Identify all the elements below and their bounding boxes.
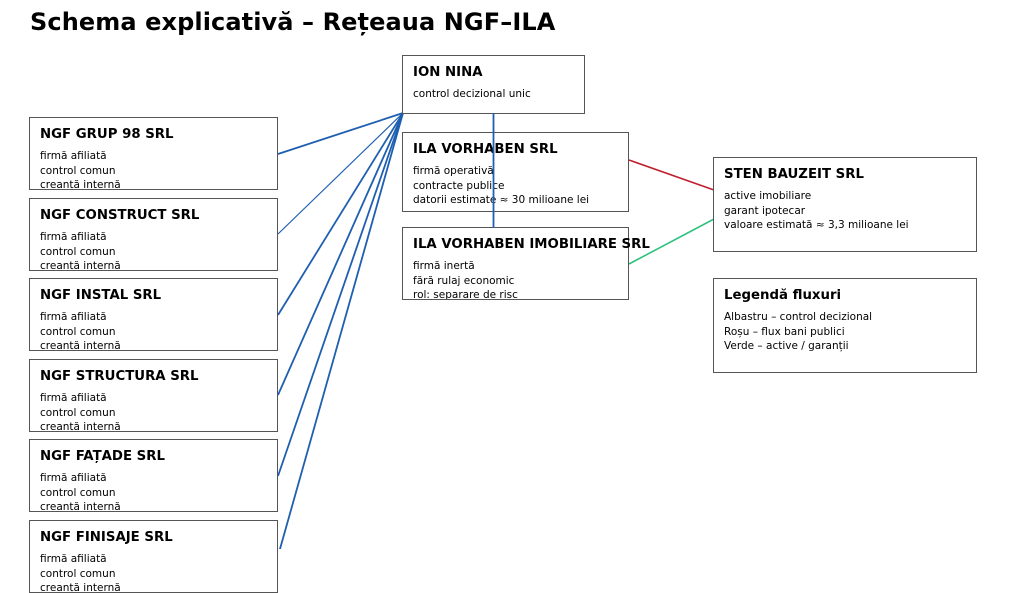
node-ila-imobiliare[interactable]: ILA VORHABEN IMOBILIARE SRL firmă inertă… <box>402 227 650 300</box>
node-ion-nina[interactable]: ION NINA control decizional unic <box>402 55 585 114</box>
node-details: firmă afiliată control comun creanță int… <box>40 230 121 270</box>
node-detail-line: firmă afiliată <box>40 311 107 323</box>
node-affiliate-ngf-instal[interactable]: NGF INSTAL SRL firmă afiliată control co… <box>29 278 278 351</box>
node-detail-line: control comun <box>40 164 116 177</box>
node-name: NGF FAȚADE SRL <box>40 449 165 464</box>
node-name: NGF GRUP 98 SRL <box>40 127 174 142</box>
node-detail-line: control comun <box>40 325 116 338</box>
node-detail-line: firmă afiliată <box>40 392 107 404</box>
node-detail-line: firmă afiliată <box>40 472 107 484</box>
node-name: ILA VORHABEN IMOBILIARE SRL <box>413 237 650 252</box>
legend-item-control: Albastru – control decizional <box>724 311 873 323</box>
node-details: active imobiliare garant ipotecar valoar… <box>724 189 909 233</box>
node-affiliate-ngf-finisaje[interactable]: NGF FINISAJE SRL firmă afiliată control … <box>29 520 278 593</box>
node-detail-line: control comun <box>40 567 116 580</box>
node-detail-line: control comun <box>40 245 116 258</box>
diagram-title: Schema explicativă – Rețeaua NGF–ILA <box>30 8 556 36</box>
node-ila-vorhaben[interactable]: ILA VORHABEN SRL firmă operativă contrac… <box>402 132 629 212</box>
node-detail-line: creanță internă <box>40 260 121 271</box>
node-name: NGF INSTAL SRL <box>40 288 162 303</box>
node-affiliate-ngf-construct[interactable]: NGF CONSTRUCT SRL firmă afiliată control… <box>29 198 278 271</box>
legend-items: Albastru – control decizional Roșu – flu… <box>724 310 872 354</box>
legend-item-public-money: Roșu – flux bani publici <box>724 325 845 338</box>
legend-title: Legendă fluxuri <box>724 288 842 303</box>
node-name: NGF FINISAJE SRL <box>40 530 173 545</box>
node-affiliate-ngf-grup-98[interactable]: NGF GRUP 98 SRL firmă afiliată control c… <box>29 117 278 190</box>
node-detail-line: creanță internă <box>40 179 121 190</box>
node-details: firmă afiliată control comun creanță int… <box>40 471 121 511</box>
legend-item-assets: Verde – active / garanții <box>724 340 849 353</box>
node-detail-line: creanță internă <box>40 340 121 351</box>
node-detail-line: firmă afiliată <box>40 231 107 243</box>
node-detail-line: contracte publice <box>413 179 505 192</box>
node-details: firmă inertă fără rulaj economic rol: se… <box>413 259 518 299</box>
node-detail-line: firmă inertă <box>413 260 475 272</box>
node-detail-line: creanță internă <box>40 421 121 432</box>
node-detail-line: creanță internă <box>40 501 121 512</box>
node-sten-bauzeit[interactable]: STEN BAUZEIT SRL active imobiliare garan… <box>713 157 977 252</box>
node-details: firmă operativă contracte publice datori… <box>413 164 589 208</box>
node-details: firmă afiliată control comun creanță int… <box>40 552 121 593</box>
edge-control-ngf-structura <box>277 112 404 396</box>
node-detail-line: fără rulaj economic <box>413 274 515 287</box>
node-name: NGF CONSTRUCT SRL <box>40 208 200 223</box>
node-detail-line: firmă operativă <box>413 165 494 177</box>
node-name: NGF STRUCTURA SRL <box>40 369 199 384</box>
node-details: firmă afiliată control comun creanță int… <box>40 310 121 350</box>
node-detail-line: datorii estimate ≈ 30 milioane lei <box>413 194 590 207</box>
node-affiliate-ngf-fatade[interactable]: NGF FAȚADE SRL firmă afiliată control co… <box>29 439 278 512</box>
edge-control-ngf-fatade <box>277 112 404 477</box>
node-detail-line: creanță internă <box>40 582 121 593</box>
node-detail-line: control decizional unic <box>413 88 531 100</box>
node-name: ILA VORHABEN SRL <box>413 142 558 157</box>
node-detail-line: control comun <box>40 486 116 499</box>
edge-control-ngf-finisaje <box>279 112 404 549</box>
node-detail-line: valoare estimată ≈ 3,3 milioane lei <box>724 219 909 232</box>
node-details: firmă afiliată control comun creanță int… <box>40 391 121 431</box>
node-detail-line: firmă afiliată <box>40 150 107 162</box>
node-name: ION NINA <box>413 65 483 80</box>
node-affiliate-ngf-structura[interactable]: NGF STRUCTURA SRL firmă afiliată control… <box>29 359 278 432</box>
node-detail-line: rol: separare de risc <box>413 289 518 300</box>
edge-control-ngf-construct <box>277 112 404 235</box>
edge-control-ngf-instal <box>277 112 404 316</box>
node-name: STEN BAUZEIT SRL <box>724 167 864 182</box>
node-detail-line: garant ipotecar <box>724 204 806 217</box>
node-detail-line: control comun <box>40 406 116 419</box>
edge-control-ngf-grup-98 <box>277 112 404 155</box>
edge-public-money-ila-to-sten <box>628 159 715 191</box>
node-detail-line: active imobiliare <box>724 190 812 202</box>
node-details: control decizional unic <box>413 87 531 102</box>
node-detail-line: firmă afiliată <box>40 553 107 565</box>
legend-box: Legendă fluxuri Albastru – control deciz… <box>713 278 977 373</box>
node-details: firmă afiliată control comun creanță int… <box>40 149 121 189</box>
